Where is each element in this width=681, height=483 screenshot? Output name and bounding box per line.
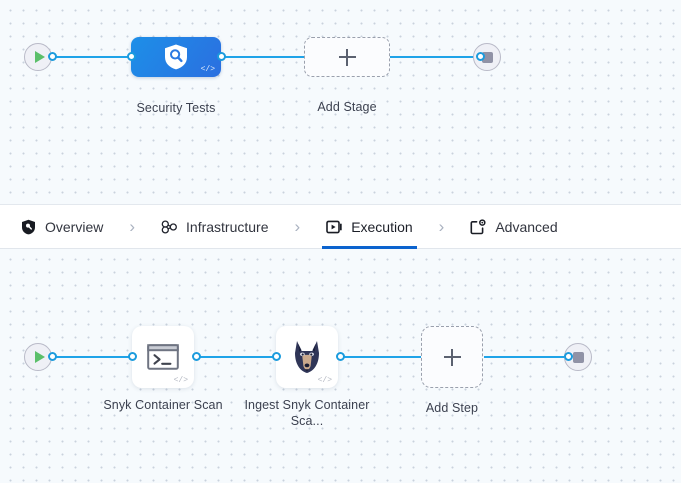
plus-icon <box>338 48 356 66</box>
edge-start-to-security-tests <box>50 56 140 58</box>
tab-overview-label: Overview <box>45 218 104 235</box>
terminal-icon <box>147 344 179 370</box>
pipeline-tabbar: Overview › Infrastructure › <box>0 204 681 249</box>
step-code-badge: </> <box>317 376 332 385</box>
step-node-ingest-snyk-container-scan[interactable]: </> <box>276 326 338 388</box>
port-security-tests-in[interactable] <box>127 52 136 61</box>
port-snyk-scan-out[interactable] <box>192 352 201 361</box>
tab-advanced[interactable]: Advanced <box>466 205 561 249</box>
edge-snyk-scan-to-ingest <box>194 356 282 358</box>
add-step-button[interactable] <box>421 326 483 388</box>
port-ingest-out[interactable] <box>336 352 345 361</box>
tab-execution-label: Execution <box>351 218 413 235</box>
stop-icon <box>572 351 584 363</box>
edge-ingest-to-add-step <box>338 356 422 358</box>
edge-security-tests-to-add-stage <box>218 56 310 58</box>
port-ingest-in[interactable] <box>272 352 281 361</box>
nodes-cluster-icon <box>161 218 178 235</box>
shield-search-icon <box>165 44 187 70</box>
tab-separator-3: › <box>438 216 445 236</box>
play-icon <box>34 351 45 363</box>
edge-start-to-snyk-container-scan <box>50 356 138 358</box>
port-exec-start-out[interactable] <box>48 352 57 361</box>
tab-separator-2: › <box>294 216 301 236</box>
tab-infrastructure[interactable]: Infrastructure <box>157 205 272 249</box>
edge-add-stage-to-end <box>388 56 480 58</box>
execution-end-node[interactable] <box>564 343 592 371</box>
tab-infrastructure-label: Infrastructure <box>186 218 269 235</box>
step-node-snyk-container-scan[interactable]: </> <box>132 326 194 388</box>
shield-icon <box>20 218 37 235</box>
stages-canvas[interactable]: </> Security Tests Add Stage <box>0 0 681 204</box>
step-label-ingest-snyk-container-scan: Ingest Snyk Container Sca... <box>244 398 370 428</box>
port-snyk-scan-in[interactable] <box>128 352 137 361</box>
add-step-label: Add Step <box>425 401 479 415</box>
port-end-in[interactable] <box>476 52 485 61</box>
box-gear-icon <box>470 218 487 235</box>
tab-execution[interactable]: Execution <box>322 205 418 249</box>
stage-label-security-tests: Security Tests <box>136 101 216 115</box>
snyk-dog-icon <box>295 341 319 373</box>
pipeline-start-node[interactable] <box>24 43 52 71</box>
port-exec-end-in[interactable] <box>564 352 573 361</box>
port-security-tests-out[interactable] <box>217 52 226 61</box>
stage-node-security-tests[interactable]: </> <box>131 37 221 77</box>
tab-advanced-label: Advanced <box>495 218 558 235</box>
port-start-out[interactable] <box>48 52 57 61</box>
play-icon <box>34 51 45 63</box>
tab-overview[interactable]: Overview <box>16 205 107 249</box>
step-label-snyk-container-scan: Snyk Container Scan <box>103 398 223 412</box>
step-code-badge: </> <box>173 376 188 385</box>
add-stage-button[interactable] <box>304 37 390 77</box>
stop-icon <box>481 51 493 63</box>
stage-code-badge: </> <box>200 65 215 74</box>
execution-play-box-icon <box>326 218 343 235</box>
tab-separator-1: › <box>129 216 136 236</box>
plus-icon <box>443 348 461 366</box>
add-stage-label: Add Stage <box>317 100 377 114</box>
steps-canvas[interactable]: </> Snyk Container Scan </> Ingest Snyk … <box>0 249 681 483</box>
edge-add-step-to-end <box>484 356 568 358</box>
